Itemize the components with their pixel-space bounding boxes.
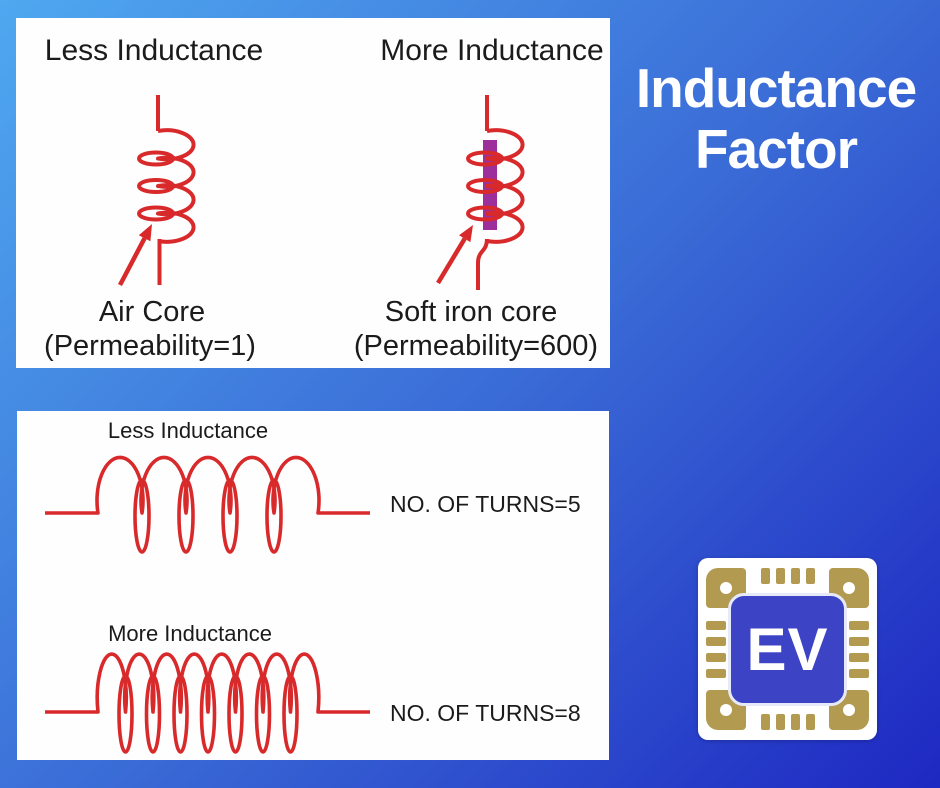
turns-comparison-diagram [45,455,370,754]
chip-pin [849,668,869,678]
inductor-coil-8-turns [45,652,370,754]
page-title-line1: Inductance [635,57,917,119]
chip-pin [790,568,800,584]
chip-corner-hole [843,582,855,594]
turns-comparison-panel: Less Inductance NO. OF TURNS=5 More Indu… [17,411,609,760]
ev-brand-logo: EV [698,558,877,740]
chip-pin [849,636,869,646]
chip-pin [849,620,869,630]
page-title-line2: Factor [694,117,858,180]
air-core-permeability: (Permeability=1) [44,330,256,362]
chip-pin [790,714,800,730]
air-core-arrow-icon [118,224,152,287]
soft-iron-core-coil [466,95,525,290]
logo-text: EV [746,616,829,683]
coil-8-label: More Inductance [108,621,272,646]
chip-corner-hole [720,582,732,594]
chip-pin [805,714,815,730]
chip-pin [760,568,770,584]
chip-pin [706,652,726,662]
chip-corner-hole [720,704,732,716]
left-heading: Less Inductance [44,34,264,67]
iron-core-caption: Soft iron core [384,296,558,328]
coil-8-turns-annotation: NO. OF TURNS=8 [390,700,581,726]
chip-pin [775,568,785,584]
right-heading: More Inductance [380,34,604,67]
chip-pin [849,652,869,662]
air-core-caption: Air Core [98,296,206,328]
page-title: Inductance Factor [612,58,940,179]
inductor-coil-5-turns [45,455,370,554]
chip-pin [760,714,770,730]
coil-5-turns-annotation: NO. OF TURNS=5 [390,491,581,517]
chip-die: EV [728,593,847,706]
iron-core-permeability: (Permeability=600) [353,330,599,362]
iron-core-arrow-icon [436,225,473,285]
chip-pin [706,620,726,630]
chip-pin [706,668,726,678]
core-comparison-diagram [118,95,525,290]
chip-pin [805,568,815,584]
chip-pin [706,636,726,646]
air-core-coil [137,95,196,285]
coil-5-label: Less Inductance [107,418,269,443]
chip-pin [775,714,785,730]
chip-corner-hole [843,704,855,716]
core-comparison-panel: Less Inductance More Inductance Air Core… [16,18,610,368]
